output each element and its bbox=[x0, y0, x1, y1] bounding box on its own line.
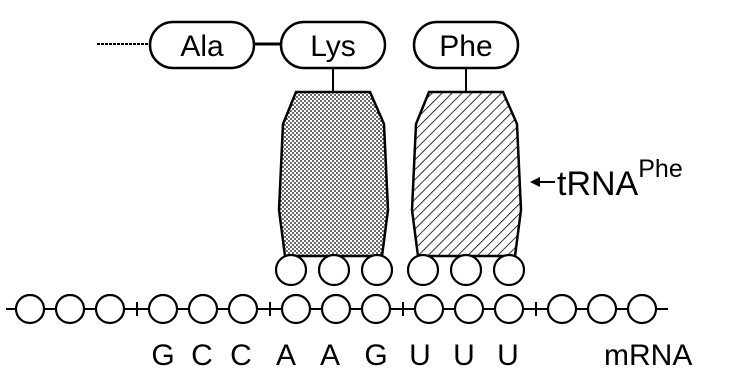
peptide-chain: Ala Lys bbox=[97, 20, 387, 70]
incoming-amino-acid: Phe bbox=[412, 20, 520, 70]
trna-label-superscript: Phe bbox=[638, 155, 682, 183]
anticodon-nucleotide bbox=[360, 253, 394, 287]
anticodon-nucleotide bbox=[449, 253, 483, 287]
anticodon-nucleotide bbox=[492, 253, 526, 287]
trna-lys-anticodon bbox=[274, 253, 394, 287]
trna-label-arrowhead bbox=[530, 177, 540, 187]
mrna-nucleotide bbox=[453, 293, 485, 325]
mrna-base: A bbox=[320, 339, 340, 372]
mrna-nucleotide bbox=[586, 293, 618, 325]
mrna-strand bbox=[6, 293, 668, 325]
mrna-base: U bbox=[453, 339, 475, 372]
trna-lys-body bbox=[277, 90, 390, 258]
mrna-base: G bbox=[151, 339, 174, 372]
mrna-nucleotide bbox=[493, 293, 525, 325]
mrna-base: U bbox=[409, 339, 431, 372]
mrna-nucleotide bbox=[280, 293, 312, 325]
mrna-base: G bbox=[364, 339, 387, 372]
trna-phe-label: tRNAPhe bbox=[530, 155, 683, 203]
amino-acid-ala: Ala bbox=[180, 30, 224, 63]
mrna-nucleotide bbox=[14, 293, 46, 325]
mrna-nucleotide bbox=[413, 293, 445, 325]
mrna-nucleotide bbox=[94, 293, 126, 325]
amino-acid-lys: Lys bbox=[310, 30, 356, 63]
mrna-nucleotide bbox=[147, 293, 179, 325]
mrna-nucleotide bbox=[320, 293, 352, 325]
mrna-nucleotides bbox=[14, 293, 658, 325]
trna-label-text: tRNAPhe bbox=[557, 155, 683, 203]
mrna-base: C bbox=[230, 339, 252, 372]
mrna-nucleotide bbox=[546, 293, 578, 325]
anticodon-nucleotide bbox=[317, 253, 351, 287]
mrna-nucleotide bbox=[227, 293, 259, 325]
trna-phe-body bbox=[410, 90, 523, 258]
mrna-nucleotide bbox=[626, 293, 658, 325]
mrna-nucleotide bbox=[187, 293, 219, 325]
mrna-nucleotide bbox=[360, 293, 392, 325]
mrna-codon-boundaries bbox=[136, 302, 537, 316]
mrna-base: U bbox=[497, 339, 519, 372]
amino-acid-phe: Phe bbox=[439, 30, 492, 63]
mrna-base: A bbox=[276, 339, 296, 372]
anticodon-nucleotide bbox=[406, 253, 440, 287]
anticodon-nucleotide bbox=[274, 253, 308, 287]
mrna-label: mRNA bbox=[604, 339, 692, 372]
mrna-base: C bbox=[191, 339, 213, 372]
trna-phe-anticodon bbox=[406, 253, 526, 287]
trna-label-base: tRNA bbox=[557, 165, 639, 203]
mrna-nucleotide bbox=[54, 293, 86, 325]
